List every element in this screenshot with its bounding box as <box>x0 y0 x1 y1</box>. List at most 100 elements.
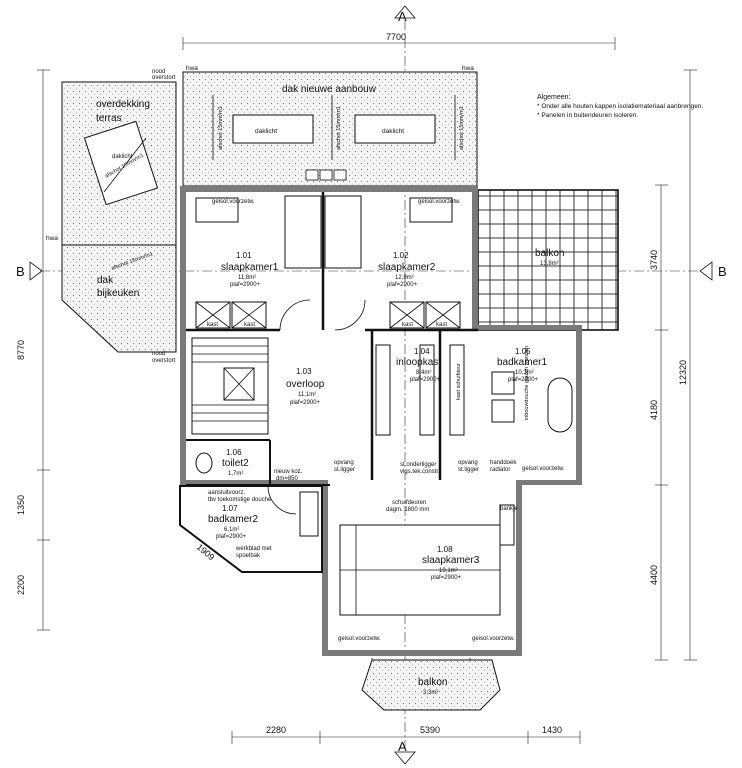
label-nieuw-koz-1: nieuw koz. <box>274 469 303 475</box>
section-marker-a-bottom: A <box>398 739 407 754</box>
room-1-03-area: 11,1m² <box>298 392 316 398</box>
label-onderligger-2: vlgs.tek.constr. <box>400 469 440 475</box>
label-handdoek-1: handdoek <box>490 460 517 466</box>
room-1-02-area: 12,9m² <box>395 275 414 281</box>
balcony-south-name: balkon <box>418 677 447 688</box>
bench <box>499 504 515 546</box>
room-1-07-name: badkamer2 <box>208 514 258 525</box>
terrace-skylight <box>83 120 159 206</box>
staircase <box>191 337 269 435</box>
desk-bedroom2 <box>409 197 453 223</box>
room-1-08-num: 1.08 <box>437 545 453 554</box>
skylight-right <box>354 114 436 144</box>
bathroom1-fixtures <box>491 371 573 433</box>
label-kast-schuif: kast schuifdeur <box>456 363 462 400</box>
beds <box>284 195 501 616</box>
balcony-east-area: 13,8m² <box>540 261 559 267</box>
section-marker-a-top: A <box>398 9 407 24</box>
label-geisol-1: geisol.voorzetw. <box>212 199 255 205</box>
label-opvang-1a: opvang <box>334 460 354 466</box>
roof-hwa-left: hwa <box>186 65 198 72</box>
dim-right-1: 3740 <box>649 250 659 270</box>
roof-title: dak nieuwe aanbouw <box>282 84 377 95</box>
dim-bottom-1: 2280 <box>266 725 286 735</box>
room-1-02-name: slaapkamer2 <box>378 262 436 273</box>
room-1-03-num: 1.03 <box>296 367 312 376</box>
label-geisol-2: geisol.voorzetw. <box>418 199 461 205</box>
label-opvang-2b: st.ligger <box>458 467 479 473</box>
dim-bottom-3: 1430 <box>542 725 562 735</box>
room-1-03-ceiling: plaf=2900+ <box>290 400 321 406</box>
room-1-04-area: 8,4m² <box>416 370 431 376</box>
room-1-05-name: badkamer1 <box>497 357 547 368</box>
overflow-bottom-1: nood <box>152 351 165 357</box>
dim-diagonal: 1909 <box>195 542 217 563</box>
room-1-04-name: inloopkast <box>396 357 441 368</box>
room-1-01-name: slaapkamer1 <box>221 262 279 273</box>
label-kast-3: kast <box>402 322 413 328</box>
room-1-08-name: slaapkamer3 <box>422 555 480 566</box>
roof-slope-2: afschot 15mm/m1 <box>336 106 342 150</box>
dim-left-3: 2200 <box>16 575 26 595</box>
label-nieuw-koz-2: dm=850 <box>276 476 299 482</box>
dim-bottom-2: 5390 <box>420 725 440 735</box>
label-schuifdeuren-2: dagm. 1800 mm <box>386 507 429 513</box>
dim-right-total: 12320 <box>678 360 688 385</box>
terrace-skylight-label: daklicht <box>112 154 133 160</box>
room-1-01-num: 1.01 <box>236 251 252 260</box>
label-schuifdeuren-1: schuifdeuren <box>392 500 426 506</box>
label-handdoek-2: radiator <box>490 467 510 473</box>
section-marker-b-right: B <box>718 264 727 279</box>
room-1-06-num: 1.06 <box>226 448 242 457</box>
room-1-01-ceiling: plaf=2900+ <box>230 282 261 288</box>
label-geisol-5: geisol.voorzetw. <box>472 636 515 642</box>
notes-title: Algemeen: <box>537 94 571 101</box>
overflow-bottom-2: overstort <box>152 358 176 364</box>
label-kast-4: kast <box>436 322 447 328</box>
walk-in-closet-shelves <box>375 344 465 436</box>
interior-walls <box>186 192 478 486</box>
dimension-bottom <box>231 731 581 744</box>
roof-slope-3: afschot 15mm/m1 <box>459 106 465 150</box>
dim-left-1: 8770 <box>16 340 26 360</box>
label-kast-2: kast <box>244 322 255 328</box>
room-1-07-ceiling: plaf=2900+ <box>216 534 247 540</box>
room-1-03-name: overloop <box>286 379 325 390</box>
exterior-walls <box>180 186 582 656</box>
roof-hwa-right: hwa <box>462 65 474 72</box>
wardrobes <box>195 301 461 329</box>
roof-chimney <box>305 169 347 181</box>
room-1-04-ceiling: plaf=2900+ <box>410 377 441 383</box>
room-1-02-num: 1.02 <box>393 251 409 260</box>
dim-right-3: 4400 <box>649 565 659 585</box>
kitchen-roof-title-2: bijkeuken <box>97 288 139 299</box>
room-1-06-area: 1,7m² <box>228 471 243 477</box>
desk-bedroom1 <box>195 197 239 223</box>
label-geisol-3: geisol.voorzetw. <box>522 466 565 472</box>
room-1-05-num: 1.05 <box>515 347 531 356</box>
skylight-right-label: daklicht <box>382 128 404 135</box>
dimension-left <box>37 69 50 631</box>
kitchen-roof-title-1: dak <box>97 275 114 286</box>
room-1-08-ceiling: plaf=2900+ <box>431 575 462 581</box>
label-kast-1: kast <box>207 322 218 328</box>
room-1-06-name: toilet2 <box>222 458 249 469</box>
slope-arrows <box>212 95 456 160</box>
room-1-02-ceiling: plaf=2900+ <box>387 282 418 288</box>
notes-line2: * Panelen in buitendeuren isoleren. <box>537 112 638 119</box>
skylight-left-label: daklicht <box>255 128 277 135</box>
terrace-title-1: overdekking <box>96 99 150 110</box>
shower-area <box>299 491 319 537</box>
kitchen-roof <box>61 244 177 353</box>
label-aansluit-1: aansluitvoorz. <box>208 490 245 496</box>
terrace-hwa: hwa <box>46 235 58 242</box>
room-1-05-ceiling: plaf=2900+ <box>508 377 539 383</box>
label-opvang-1b: st.ligger <box>334 467 355 473</box>
label-onderligger-1: st.onderligger <box>400 462 436 468</box>
room-1-07-num: 1.07 <box>222 504 238 513</box>
dimension-top <box>182 37 616 50</box>
skylight-left <box>232 114 314 144</box>
label-opvang-2a: opvang <box>458 460 478 466</box>
label-aansluit-2: tbv toekomstige douche <box>208 497 272 503</box>
